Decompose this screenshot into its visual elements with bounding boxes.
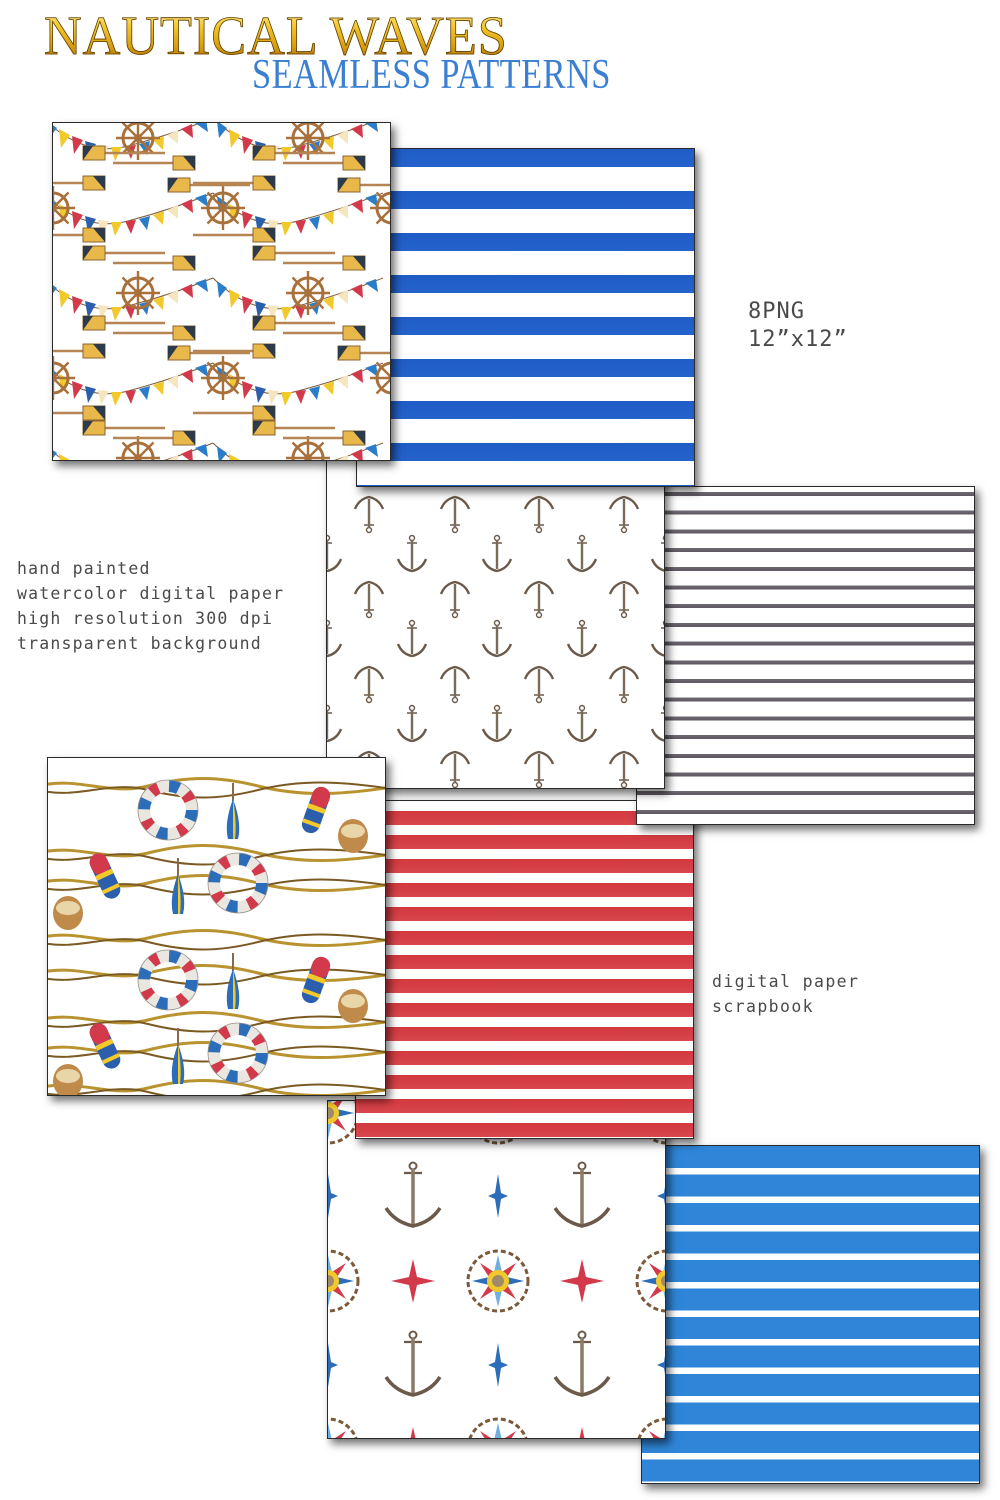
buoy-pattern-icon <box>48 758 385 1095</box>
page-subtitle: SEAMLESS PATTERNS <box>252 52 611 98</box>
paper-thin-grey-stripes <box>636 486 975 825</box>
page-title: NAUTICAL WAVES <box>44 5 508 66</box>
paper-anchors <box>326 450 665 789</box>
anchor-pattern-icon <box>327 495 664 788</box>
features-note: hand painted watercolor digital paper hi… <box>17 559 285 653</box>
sky-stripes-fill <box>642 1146 979 1483</box>
grey-stripes-fill <box>637 487 974 824</box>
flags-pattern-icon <box>53 123 390 460</box>
paper-wide-blue-stripes <box>356 148 695 487</box>
paper-anchors-compass <box>327 1100 666 1439</box>
blue-stripes-fill <box>357 149 694 486</box>
compass-pattern-icon <box>328 1101 665 1438</box>
paper-sky-blue-stripes <box>641 1145 980 1484</box>
format-note: 8PNG 12”x12” <box>748 299 848 352</box>
red-stripes-fill <box>356 801 693 1138</box>
paper-buoys-ropes <box>47 757 386 1096</box>
paper-flags-oars-helm <box>52 122 391 461</box>
usage-note: digital paper scrapbook <box>712 972 860 1016</box>
paper-red-stripes <box>355 800 694 1139</box>
